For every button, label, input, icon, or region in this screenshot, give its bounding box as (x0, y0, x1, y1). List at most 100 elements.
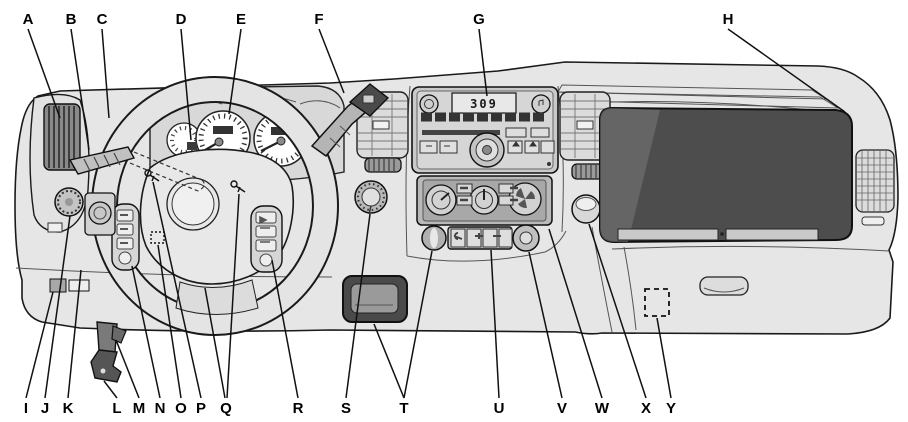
climate-control-panel (416, 175, 553, 226)
right-thumbwheel-ribs (575, 165, 602, 178)
accessory-outlet-dashed-area (644, 288, 670, 317)
radio-button-band (505, 127, 527, 138)
horn-pad-outer (166, 177, 220, 231)
steering-wheel (54, 76, 340, 336)
left-thumbwheel-ribs (368, 159, 395, 171)
callout-letter-X: X (641, 400, 651, 417)
dimmer-thumb-knurl (57, 190, 81, 214)
callout-line-P (152, 181, 202, 399)
storage-pocket (342, 275, 408, 323)
left-thumbwheel (364, 157, 402, 173)
callout-line-U (490, 249, 500, 399)
callout-letter-R: R (293, 400, 304, 417)
callout-letter-J: J (41, 400, 49, 417)
radio-info-button (540, 140, 555, 154)
callout-letter-C: C (97, 11, 108, 28)
radio-display-text: 309 (470, 97, 498, 111)
park-brake-handle-hole (100, 368, 106, 374)
mode-knob-fan-icon (516, 188, 535, 209)
callout-line-K (67, 269, 82, 399)
callout-letter-E: E (236, 11, 246, 28)
park-brake-release-handle (90, 349, 122, 383)
airbag-door-sheen (600, 108, 660, 242)
callout-letters: A B C D E F G H I J K L M N O P Q R S T … (23, 11, 734, 417)
steering-audio-controls (111, 203, 140, 271)
callout-line-B (70, 28, 90, 151)
steering-wheel-rim (90, 76, 340, 336)
center-left-vent-slider (372, 120, 390, 130)
callout-line-R (271, 259, 299, 399)
passenger-vent-grid (857, 151, 893, 211)
left-gauge-window (213, 126, 233, 134)
wiper-stalk-icon (362, 94, 375, 104)
radio-indicator-dot (547, 162, 551, 166)
callout-line-V (528, 251, 563, 399)
fan-speed-pointer (440, 192, 450, 201)
callout-letter-N: N (155, 400, 166, 417)
callout-letter-Q: Q (220, 400, 232, 417)
cluster-stem (187, 142, 197, 150)
key-icon-left (144, 169, 160, 182)
radio-tune-knob (531, 94, 551, 114)
radio-power-knob-inner (424, 99, 434, 109)
fan-speed-knob-ring (431, 190, 451, 210)
right-gauge-hub (276, 136, 286, 146)
callout-line-T (373, 250, 433, 399)
callout-letter-D: D (176, 11, 187, 28)
callout-letter-W: W (595, 400, 610, 417)
vent-drum (43, 103, 81, 171)
callout-line-J (44, 215, 71, 399)
right-gauge-window (271, 127, 291, 135)
callout-letter-K: K (63, 400, 74, 417)
right-panel-curve-seam (623, 246, 637, 331)
center-right-vent-grid (561, 94, 609, 158)
callout-lines (25, 28, 846, 399)
callout-line-E (228, 28, 242, 115)
vent-slider (47, 222, 63, 233)
glovebox-lower (644, 276, 749, 317)
cargo-lamp-button (498, 228, 513, 248)
callout-line-L (103, 380, 118, 399)
radio-seek-left-button (419, 140, 438, 154)
right-lower-panel-seam (611, 245, 890, 252)
data-link-connector (49, 278, 67, 293)
dimmer-knob-center (519, 231, 533, 245)
glovebox-upper-handle-right (725, 228, 819, 241)
callout-letter-L: L (112, 400, 121, 417)
callout-line-F (318, 28, 345, 94)
steering-cruise-controls (250, 205, 283, 273)
callout-line-D (180, 28, 192, 141)
radio-button-cat (530, 127, 550, 138)
dimmer-thumb-center (65, 198, 73, 206)
callout-letter-A: A (23, 11, 34, 28)
headlamp-knob-ridge (430, 228, 438, 248)
callout-letter-P: P (196, 400, 206, 417)
radio-unit: 309 (411, 86, 559, 174)
radio-fav-button (524, 140, 540, 154)
callout-letter-H: H (723, 11, 734, 28)
callout-line-O (157, 244, 182, 399)
lamp-button (482, 228, 498, 248)
callout-line-X (588, 223, 647, 399)
callout-line-W (548, 228, 603, 399)
callout-line-S (345, 213, 371, 399)
passenger-side-vent (855, 149, 895, 226)
steering-column-lower (175, 279, 259, 315)
radio-eject-button (507, 140, 523, 154)
callout-letter-S: S (341, 400, 351, 417)
switch-row-glyphs (453, 232, 519, 240)
radio-button-glyphs (426, 141, 537, 147)
music-note-icon (538, 99, 544, 106)
glovebox-upper-handle-left (617, 228, 719, 241)
callout-letter-O: O (175, 400, 187, 417)
callout-line-A (27, 28, 61, 119)
turn-signal-stalk-knurl (83, 152, 121, 172)
glovebox-pull-handle-shadow (703, 287, 745, 293)
exterior-lamp-knob (88, 201, 112, 225)
callout-line-H (727, 28, 846, 113)
callout-letter-T: T (399, 400, 408, 417)
horn-pad-inner (171, 182, 215, 226)
power-outlet-highlight (575, 197, 597, 211)
